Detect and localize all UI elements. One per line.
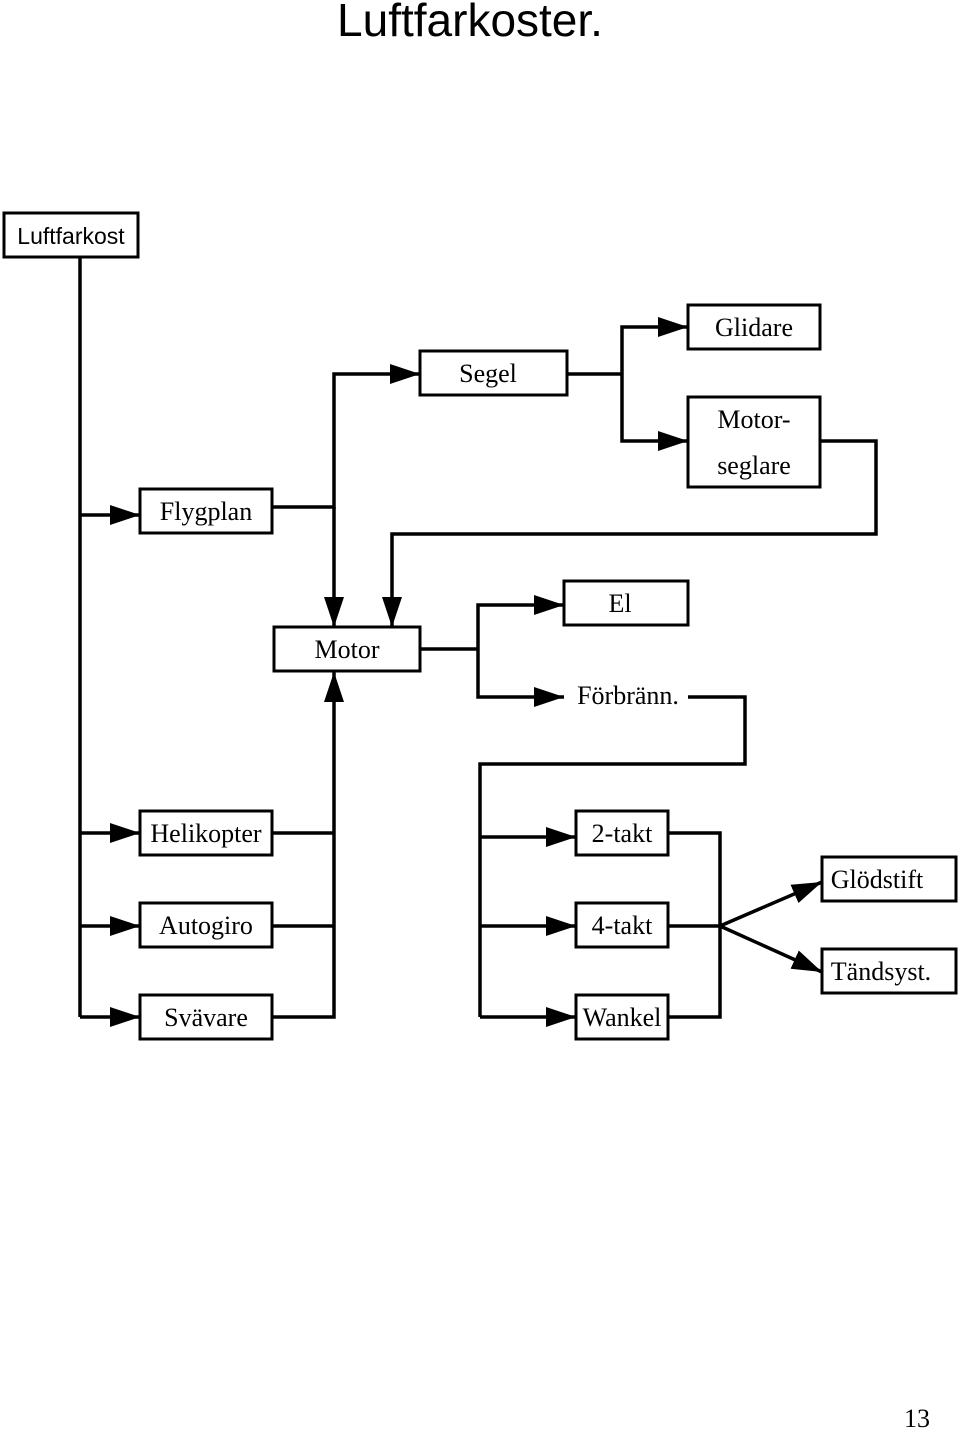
box-motorseglare <box>686 395 822 489</box>
node-flygplan: Flygplan <box>160 497 252 526</box>
box-tandsyst <box>820 947 958 995</box>
connector-to-motorseglare <box>620 374 688 451</box>
node-motorseglare-line1: Motor- <box>717 405 790 434</box>
node-labels: Luftfarkost Glidare Segel Motor- seglare… <box>17 223 931 1032</box>
connector-forbrann-engines <box>478 695 747 1017</box>
node-4takt: 4-takt <box>592 911 653 940</box>
node-el: El <box>608 589 631 618</box>
node-glidare: Glidare <box>715 313 793 342</box>
connector-to-glidare <box>620 317 688 374</box>
node-glodstift: Glödstift <box>831 865 924 894</box>
node-helikopter: Helikopter <box>150 819 262 848</box>
box-el <box>562 579 690 627</box>
box-luftfarkost <box>2 211 140 259</box>
connector-svavare-motor <box>272 672 344 1019</box>
box-glodstift <box>820 855 958 903</box>
node-tandsyst: Tändsyst. <box>831 957 931 986</box>
node-segel: Segel <box>459 359 517 388</box>
node-2takt: 2-takt <box>592 819 653 848</box>
connector-flygplan-segel <box>272 364 420 509</box>
node-forbrann: Förbränn. <box>577 681 679 710</box>
box-svavare <box>138 993 274 1041</box>
box-2takt <box>574 809 670 857</box>
node-svavare: Svävare <box>164 1003 248 1032</box>
box-motor <box>272 625 422 673</box>
page-number: 13 <box>904 1404 930 1433</box>
box-segel <box>418 349 569 397</box>
box-4takt <box>574 901 670 949</box>
box-helikopter <box>138 809 274 857</box>
node-wankel: Wankel <box>583 1003 662 1032</box>
node-boxes <box>2 211 958 1041</box>
box-autogiro <box>138 901 274 949</box>
connector-motorseglare-motor <box>382 439 878 627</box>
node-motor: Motor <box>315 635 380 664</box>
connector-to-glodstift <box>719 880 823 928</box>
connector-to-el <box>476 595 564 649</box>
connector-to-tandsyst <box>719 924 823 974</box>
node-autogiro: Autogiro <box>159 911 253 940</box>
page-title: Luftfarkoster. <box>337 0 603 46</box>
box-flygplan <box>138 487 274 535</box>
connector-wankel-ignition <box>668 926 722 1019</box>
box-wankel <box>574 993 670 1041</box>
connector-2takt-ignition <box>668 831 722 926</box>
connectors <box>78 257 878 1027</box>
node-motorseglare-line2: seglare <box>717 451 791 480</box>
connector-to-forbrann <box>476 649 564 707</box>
node-luftfarkost: Luftfarkost <box>17 223 125 249</box>
box-glidare <box>686 303 822 351</box>
